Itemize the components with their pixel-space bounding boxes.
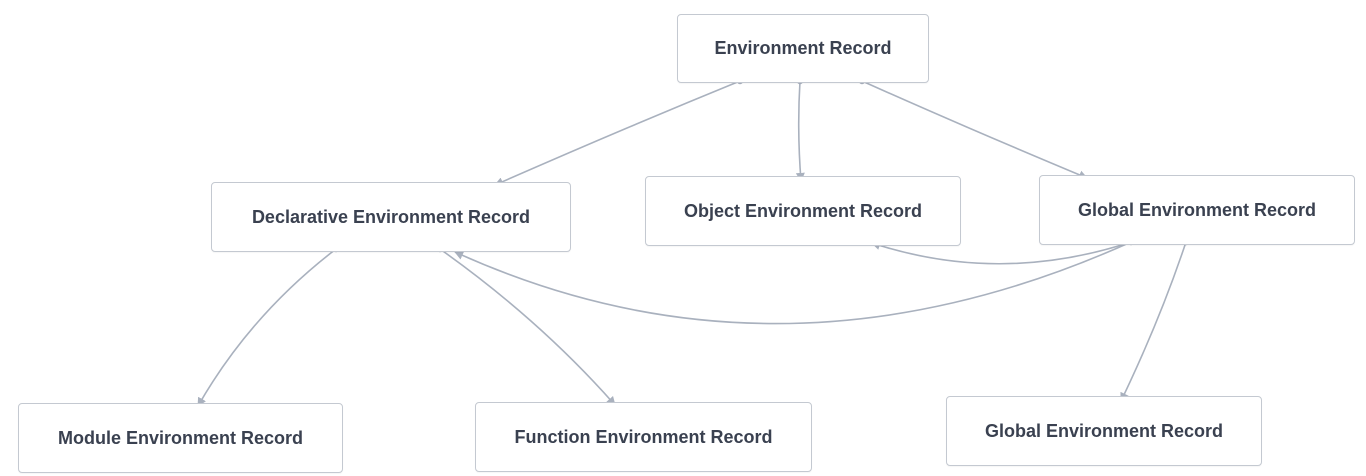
edge-global-to-object <box>871 241 1132 265</box>
edge-global-top-to-global-bottom <box>1120 241 1187 402</box>
edge-env-to-declarative <box>494 80 741 186</box>
node-global-environment-record[interactable]: Global Environment Record <box>1039 175 1355 245</box>
edge-declarative-to-function <box>439 248 616 406</box>
edge-declarative-to-module <box>197 248 337 407</box>
node-environment-record[interactable]: Environment Record <box>677 14 929 83</box>
edge-env-to-global-top <box>861 80 1088 180</box>
node-declarative-environment-record[interactable]: Declarative Environment Record <box>211 182 571 252</box>
node-global-environment-record-lower[interactable]: Global Environment Record <box>946 396 1262 466</box>
edge-global-to-declarative <box>454 241 1132 325</box>
node-module-environment-record[interactable]: Module Environment Record <box>18 403 343 473</box>
node-object-environment-record[interactable]: Object Environment Record <box>645 176 961 246</box>
edge-env-to-object <box>795 80 805 182</box>
node-function-environment-record[interactable]: Function Environment Record <box>475 402 812 472</box>
